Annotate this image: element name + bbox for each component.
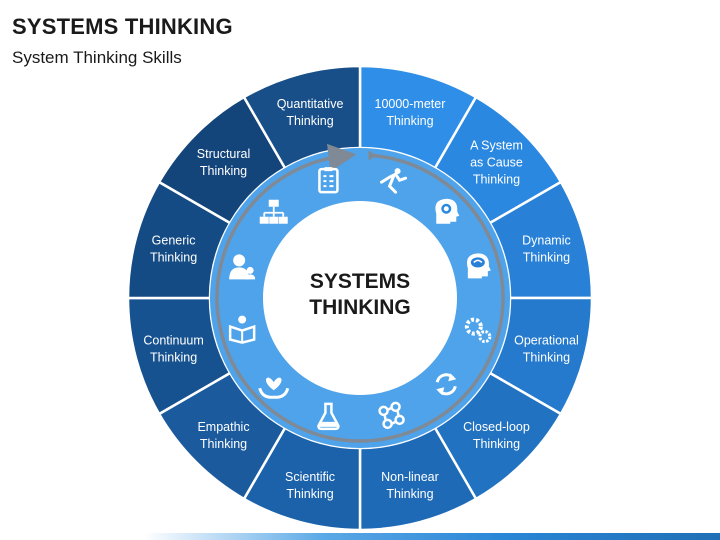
segment-label: Thinking (523, 350, 570, 364)
flask-icon (317, 402, 340, 431)
segment-label: Thinking (200, 437, 247, 451)
icons-layer (228, 167, 492, 431)
segment-label: Scientific (285, 470, 335, 484)
cycle-arrows-icon (435, 373, 457, 396)
heart-hand-icon (258, 377, 290, 399)
center-label-line1: SYSTEMS (310, 270, 410, 293)
segment-label: as Cause (470, 156, 523, 170)
segment-label: Thinking (150, 350, 197, 364)
segment-label: 10000-meter (375, 97, 446, 111)
segment-label: Thinking (386, 487, 433, 501)
center-circle (263, 201, 457, 395)
segment-label: A System (470, 139, 523, 153)
head-gear-icon (435, 198, 460, 224)
segment-label: Thinking (473, 437, 520, 451)
segment-label: Dynamic (522, 234, 571, 248)
segment-label: Quantitative (277, 97, 344, 111)
user-group-icon (229, 254, 256, 280)
segment-label: Thinking (286, 114, 333, 128)
segment-label: Thinking (150, 251, 197, 265)
segment-label: Generic (152, 234, 196, 248)
gears-icon (464, 317, 492, 344)
runner-icon (380, 168, 408, 194)
segment-label: Structural (197, 147, 251, 161)
segment-label: Operational (514, 333, 579, 347)
page-title: SYSTEMS THINKING (12, 14, 233, 39)
page-subtitle: System Thinking Skills (12, 48, 182, 67)
segment-label: Closed-loop (463, 420, 530, 434)
cycle-arrow (215, 143, 505, 443)
reader-icon (228, 315, 256, 344)
center-label-line2: THINKING (309, 296, 411, 319)
wheel-segment (242, 64, 362, 170)
segment-label: Thinking (200, 164, 247, 178)
segment-label: Non-linear (381, 470, 439, 484)
segment-label: Thinking (386, 114, 433, 128)
cycle-arrow-head (368, 150, 377, 161)
segment-label: Thinking (286, 487, 333, 501)
segment-label: Continuum (143, 333, 203, 347)
clipboard-icon (318, 167, 339, 194)
segment-label: Thinking (473, 173, 520, 187)
hierarchy-icon (259, 199, 288, 224)
segment-label: Thinking (523, 251, 570, 265)
bottom-accent-bar (0, 533, 720, 540)
segment-label: Empathic (197, 420, 249, 434)
molecule-icon (378, 401, 405, 430)
brain-head-icon (466, 253, 491, 279)
